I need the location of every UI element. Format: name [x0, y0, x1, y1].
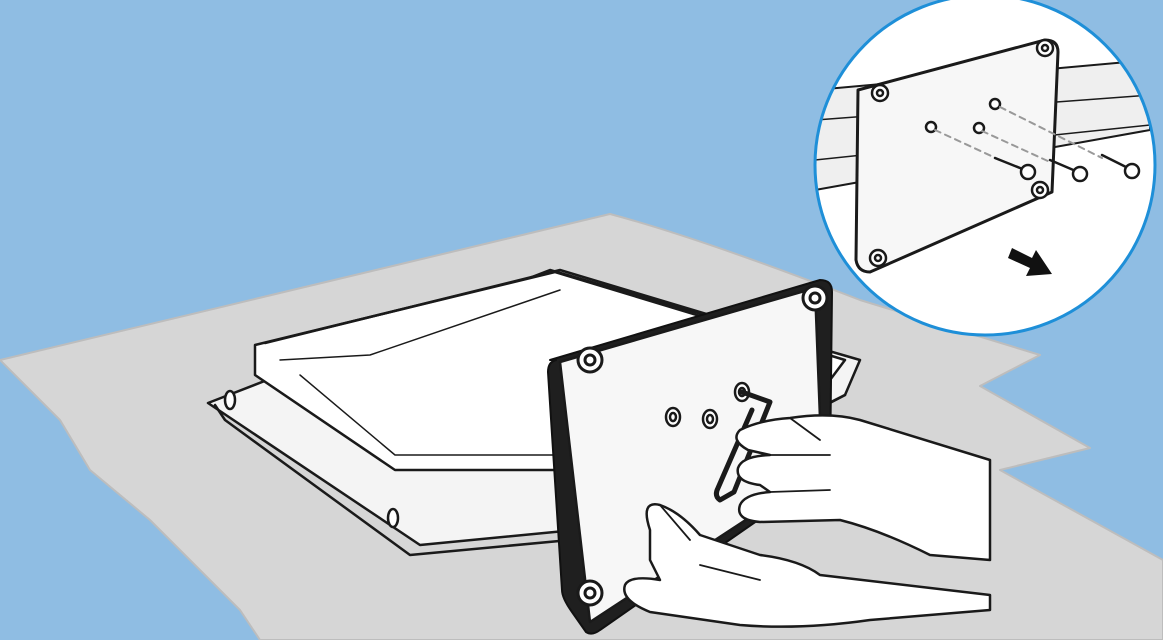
detail-inset [815, 0, 1155, 335]
tv-foot-left [225, 391, 235, 409]
tv-foot-right [388, 509, 398, 527]
